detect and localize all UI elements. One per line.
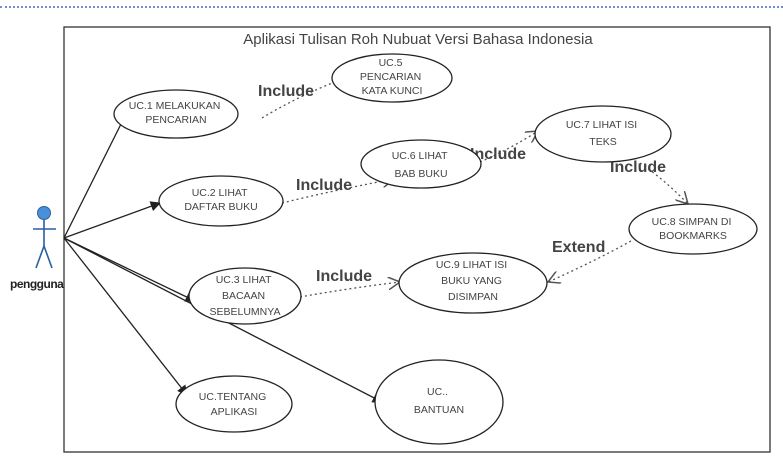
- uc6-label: UC.6 LIHAT BAB BUKU: [392, 150, 451, 180]
- uc3-line-2: BACAAN: [222, 290, 265, 302]
- top-dotted-rule: [0, 6, 783, 8]
- uc9-line-2: BUKU YANG: [441, 275, 502, 287]
- include-uc6-uc7: [479, 131, 538, 163]
- uc-ellipse-8: [628, 203, 758, 255]
- uc7-line-1: UC.7 LIHAT ISI: [566, 119, 637, 131]
- uc2-line-1: UC.2 LIHAT: [192, 187, 248, 199]
- uc7-label: UC.7 LIHAT ISI TEKS: [566, 119, 640, 148]
- uc8-line-1: UC.8 SIMPAN DI: [652, 216, 732, 228]
- include-label-2: Include: [296, 177, 352, 194]
- actor-right-leg: [43, 245, 53, 269]
- uc2-label: UC.2 LIHAT DAFTAR BUKU: [184, 187, 257, 213]
- associations: [63, 113, 383, 403]
- include-label-1: Include: [258, 83, 314, 100]
- uc-ellipse-about: [175, 375, 293, 433]
- uc8-label: UC.8 SIMPAN DI BOOKMARKS: [652, 216, 735, 242]
- actor-pengguna: [33, 206, 56, 269]
- uc5-line-3: KATA KUNCI: [362, 85, 423, 97]
- assoc-uc1: [63, 113, 127, 239]
- uc9-label: UC.9 LIHAT ISI BUKU YANG DISIMPAN: [436, 259, 510, 303]
- uc-ellipse-2: [158, 175, 284, 227]
- system-boundary: [63, 26, 771, 453]
- include-label-4: Include: [610, 159, 666, 176]
- use-cases: [113, 53, 758, 445]
- include-label-5: Include: [316, 268, 372, 285]
- uc9-line-3: DISIMPAN: [448, 291, 498, 303]
- system-title: Aplikasi Tulisan Roh Nubuat Versi Bahasa…: [243, 31, 593, 48]
- uc-about-line-1: UC.TENTANG: [199, 391, 266, 403]
- include-uc7-uc8: [639, 162, 688, 204]
- uc-about-line-2: APLIKASI: [211, 406, 258, 418]
- uc-help-line-1: UC..: [427, 386, 448, 398]
- uc5-line-2: PENCARIAN: [360, 71, 421, 83]
- uc-ellipse-3: [188, 267, 302, 325]
- dependencies: [261, 78, 688, 298]
- uc-ellipse-6: [360, 139, 482, 189]
- uc3-line-1: UC.3 LIHAT: [216, 274, 272, 286]
- uc5-line-1: UC.5: [379, 57, 403, 69]
- uc1-label: UC.1 MELAKUKAN PENCARIAN: [129, 100, 224, 126]
- uc1-line-2: PENCARIAN: [145, 114, 206, 126]
- uc-ellipse-9: [398, 252, 548, 314]
- actor-head: [37, 206, 51, 220]
- use-case-labels: UC.1 MELAKUKAN PENCARIAN UC.5 PENCARIAN …: [129, 57, 735, 418]
- actor-label: pengguna: [10, 277, 64, 291]
- include-uc2-uc6: [281, 179, 394, 204]
- uc1-line-1: UC.1 MELAKUKAN: [129, 100, 221, 112]
- uc5-label: UC.5 PENCARIAN KATA KUNCI: [360, 57, 424, 97]
- uc-ellipse-help: [374, 359, 504, 445]
- include-uc1-uc5: [261, 78, 345, 119]
- uc6-line-1: UC.6 LIHAT: [392, 150, 448, 162]
- uc-ellipse-7: [534, 105, 672, 163]
- uc9-line-1: UC.9 LIHAT ISI: [436, 259, 507, 271]
- uc2-line-2: DAFTAR BUKU: [184, 201, 257, 213]
- uc8-line-2: BOOKMARKS: [659, 230, 727, 242]
- uc3-line-3: SEBELUMNYA: [210, 306, 281, 318]
- uc3-label: UC.3 LIHAT BACAAN SEBELUMNYA: [210, 274, 281, 318]
- include-label-3: Include: [470, 146, 526, 163]
- assoc-uc2: [63, 201, 161, 239]
- uc-ellipse-1: [113, 89, 239, 139]
- assoc-uc3: [63, 237, 196, 302]
- uc-ellipse-5: [331, 53, 453, 103]
- uc-help-label: UC.. BANTUAN: [414, 386, 464, 416]
- actor-left-leg: [35, 245, 45, 269]
- extend-label-1: Extend: [552, 239, 605, 256]
- uc7-line-2: TEKS: [589, 136, 616, 148]
- uc6-line-2: BAB BUKU: [394, 168, 447, 180]
- uc-help-line-2: BANTUAN: [414, 404, 464, 416]
- include-uc3-uc9: [299, 282, 400, 298]
- assoc-about: [63, 237, 188, 396]
- uc-about-label: UC.TENTANG APLIKASI: [199, 391, 269, 418]
